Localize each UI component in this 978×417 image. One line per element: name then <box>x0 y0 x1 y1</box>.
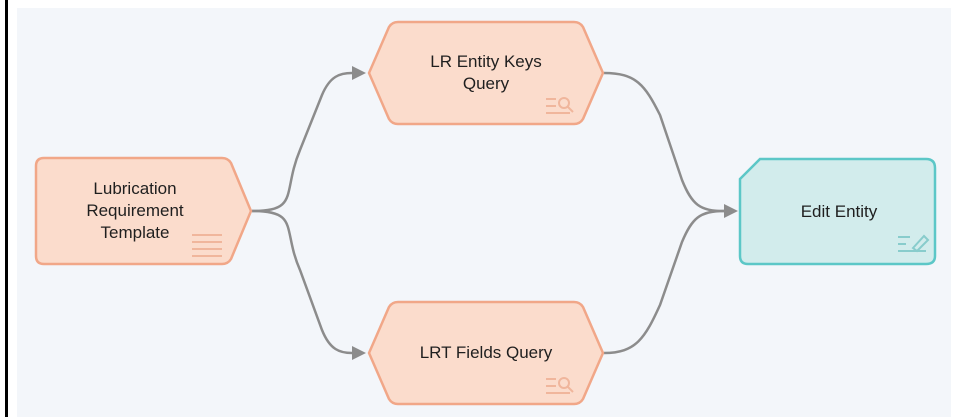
edge-lubrication-to-lr-entity-keys[interactable] <box>251 71 353 213</box>
arrowhead-edit-entity <box>724 204 738 218</box>
query-search-icon <box>546 97 574 114</box>
left-border-rule <box>5 0 8 417</box>
edge-lrt-fields-to-edit-entity[interactable] <box>603 209 725 355</box>
query-search-icon <box>546 377 574 394</box>
edit-pencil-icon <box>898 234 930 253</box>
edge-lr-entity-keys-to-edit-entity[interactable] <box>603 71 725 213</box>
node-lubrication-requirement-template[interactable] <box>34 156 253 266</box>
table-lines-icon <box>192 234 222 257</box>
arrowhead-lr-entity-keys <box>352 66 366 80</box>
node-lrt-fields-query[interactable] <box>367 300 605 406</box>
edge-lubrication-to-lrt-fields[interactable] <box>251 209 353 355</box>
node-edit-entity[interactable] <box>738 157 937 266</box>
arrowhead-lrt-fields <box>352 346 366 360</box>
node-lr-entity-keys-query[interactable] <box>367 20 605 126</box>
